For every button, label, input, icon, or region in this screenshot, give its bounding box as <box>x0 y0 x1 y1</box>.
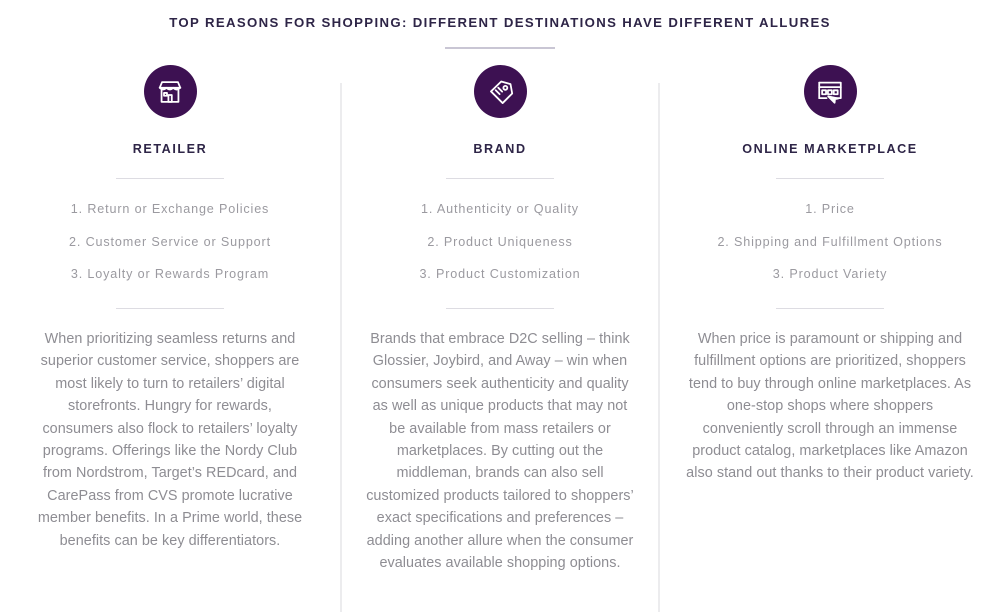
column-heading-retailer: Retailer <box>132 142 208 157</box>
columns-container: Retailer 1. Return or Exchange Policies … <box>0 65 1000 612</box>
body-divider-brand <box>446 307 554 309</box>
list-item: 1. Return or Exchange Policies <box>70 202 270 217</box>
price-tag-icon <box>473 65 527 119</box>
icon-wrap-retailer <box>16 65 324 119</box>
list-item: 3. Product Variety <box>772 267 888 282</box>
list-item: 3. Product Customization <box>419 267 581 282</box>
body-text-brand: Brands that embrace D2C selling – think … <box>366 330 634 571</box>
column-retailer: Retailer 1. Return or Exchange Policies … <box>0 65 340 574</box>
reasons-list-retailer: 1. Return or Exchange Policies 2. Custom… <box>16 179 324 281</box>
list-item: 2. Shipping and Fulfillment Options <box>717 234 943 249</box>
list-item: 1. Authenticity or Quality <box>421 202 579 217</box>
storefront-icon <box>143 65 197 119</box>
reasons-list-brand: 1. Authenticity or Quality 2. Product Un… <box>356 179 644 281</box>
column-divider-right <box>658 83 660 612</box>
heading-divider-retailer <box>116 178 224 180</box>
column-heading-online-marketplace: Online Marketplace <box>742 142 918 157</box>
column-online-marketplace: Online Marketplace 1. Price 2. Shipping … <box>660 65 1000 574</box>
column-divider-left <box>340 83 342 612</box>
list-item: 3. Loyalty or Rewards Program <box>70 267 270 282</box>
body-divider-retailer <box>116 307 224 309</box>
column-brand: Brand 1. Authenticity or Quality 2. Prod… <box>340 65 660 612</box>
list-item: 2. Product Uniqueness <box>427 234 573 249</box>
icon-wrap-brand <box>356 65 644 119</box>
icon-wrap-online-marketplace <box>676 65 984 119</box>
page-title: Top Reasons for Shopping: Different Dest… <box>169 15 831 30</box>
list-item: 1. Price <box>805 202 855 217</box>
body-text-online-marketplace: When price is paramount or shipping and … <box>686 330 974 482</box>
browser-window-icon <box>803 65 857 119</box>
title-divider <box>445 47 555 50</box>
body-text-retailer: When prioritizing seamless returns and s… <box>37 330 303 549</box>
column-heading-brand: Brand <box>473 142 527 157</box>
list-item: 2. Customer Service or Support <box>69 234 271 249</box>
header: Top Reasons for Shopping: Different Dest… <box>0 0 1000 50</box>
heading-divider-online-marketplace <box>776 178 884 180</box>
reasons-list-online-marketplace: 1. Price 2. Shipping and Fulfillment Opt… <box>676 179 984 281</box>
body-divider-online-marketplace <box>776 307 884 309</box>
heading-divider-brand <box>446 178 554 180</box>
